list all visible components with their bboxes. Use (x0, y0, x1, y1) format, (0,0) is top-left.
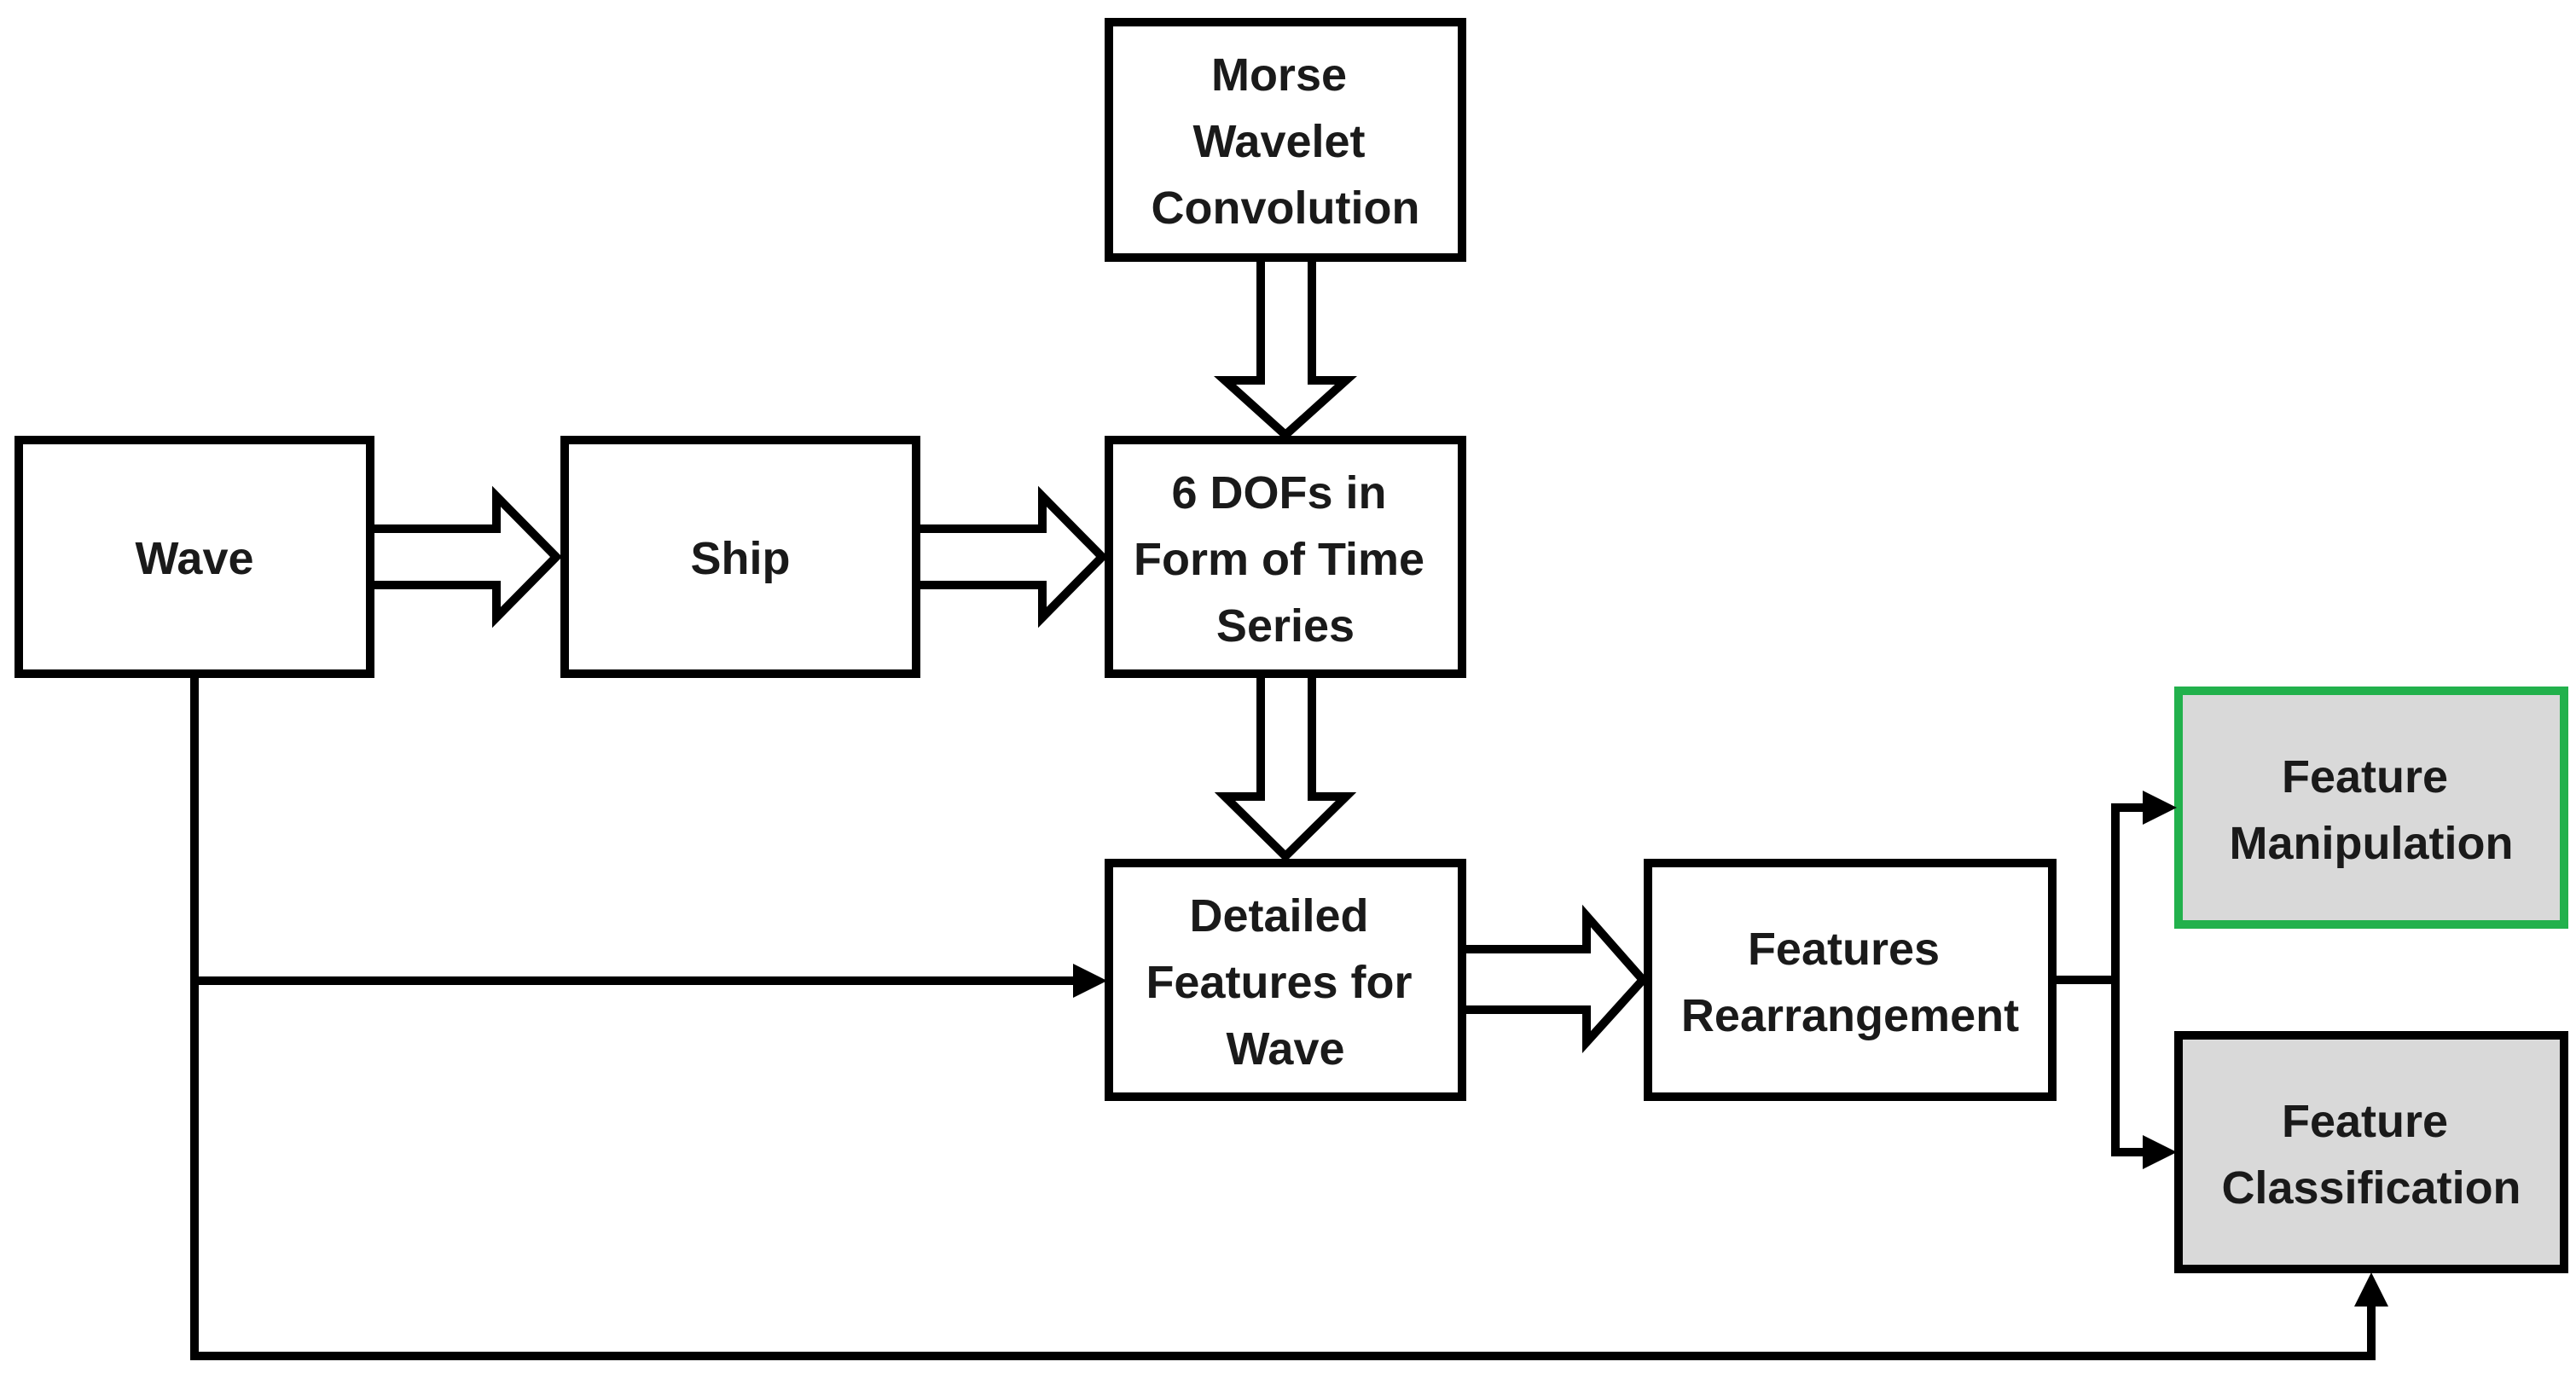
node-rearrangement-label: Features Rearrangement (1681, 924, 2019, 1041)
node-classification-label: Feature Classification (2221, 1096, 2521, 1214)
arrowhead-wave-to-classification (2354, 1272, 2388, 1307)
block-arrow-ship-to-dofs (912, 485, 1109, 629)
node-morse-label: Morse Wavelet Convolution (1152, 49, 1420, 234)
block-arrow-wave-to-ship (366, 485, 563, 629)
node-ship: Ship (560, 436, 920, 678)
arrowhead-to-manipulation (2143, 791, 2177, 825)
node-dofs-label: 6 DOFs in Form of Time Series (1134, 467, 1437, 652)
block-arrow-dofs-to-detailed (1214, 669, 1357, 863)
block-arrow-morse-to-dofs (1213, 253, 1358, 441)
node-detailed-features-for-wave: Detailed Features for Wave (1105, 859, 1466, 1101)
node-wave-label: Wave (135, 533, 253, 584)
arrowhead-wave-to-detailed (1073, 964, 1107, 998)
block-arrow-detailed-to-rearrangement (1458, 904, 1649, 1053)
connector-wave-to-detailed (190, 674, 1107, 998)
node-feature-manipulation: Feature Manipulation (2174, 687, 2568, 929)
node-manipulation-label: Feature Manipulation (2230, 751, 2514, 869)
node-ship-label: Ship (691, 533, 791, 584)
node-wave: Wave (15, 436, 374, 678)
connector-rearrangement-to-outputs (2052, 791, 2177, 1169)
connector-wave-to-classification (190, 981, 2388, 1360)
arrowhead-to-classification (2143, 1135, 2177, 1169)
node-6-dofs-time-series: 6 DOFs in Form of Time Series (1105, 436, 1466, 678)
node-morse-wavelet-convolution: Morse Wavelet Convolution (1105, 18, 1466, 262)
node-feature-classification: Feature Classification (2174, 1031, 2568, 1273)
node-detailed-label: Detailed Features for Wave (1146, 890, 1424, 1075)
node-features-rearrangement: Features Rearrangement (1644, 859, 2057, 1101)
